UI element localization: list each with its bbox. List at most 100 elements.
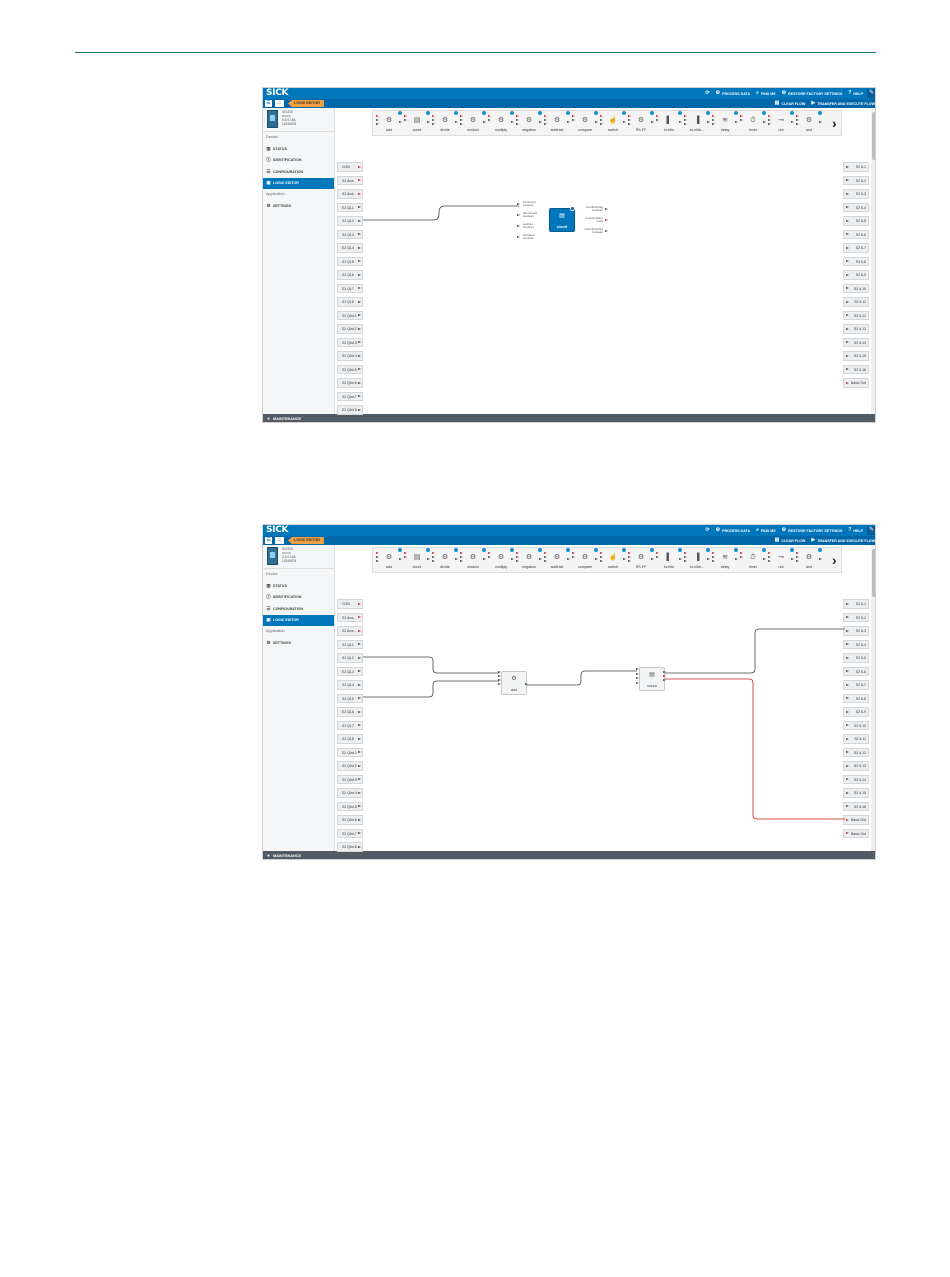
input-port[interactable]: S2 QL8 [337, 734, 363, 744]
count-input-pin[interactable] [517, 214, 520, 216]
pencil-icon[interactable]: ✎ [867, 526, 875, 535]
count-input-pin[interactable] [636, 672, 639, 675]
input-port[interactable]: CON [337, 162, 363, 172]
top-action-3[interactable]: ⚙RESTORE FACTORY SETTINGS [782, 528, 843, 533]
palette-tool-divide[interactable]: ⚙divide [432, 111, 458, 136]
input-port[interactable]: S2 QInt.2 [337, 761, 363, 771]
palette-tool-subtract[interactable]: ⚙subtract [544, 111, 570, 136]
input-port[interactable]: S2 QInt.1 [337, 747, 363, 757]
input-port[interactable]: S2 Ana... [337, 626, 363, 636]
output-port[interactable]: S2 IL12 [843, 310, 869, 320]
and-input-pin[interactable] [498, 671, 501, 673]
output-port[interactable]: S2 IL2 [843, 175, 869, 185]
input-port[interactable]: S2 QL1 [337, 639, 363, 649]
output-port[interactable]: S2 IL10 [843, 720, 869, 730]
input-port[interactable]: S2 Ana... [337, 175, 363, 185]
input-port[interactable]: S2 QL6 [337, 707, 363, 717]
sidebar-item-settings[interactable]: ⚙SETTINGS [263, 637, 334, 649]
and-input-pin[interactable] [498, 679, 501, 681]
input-port[interactable]: S2 QInt.7 [337, 391, 363, 401]
input-port[interactable]: S2 QL7 [337, 283, 363, 293]
input-port[interactable]: S2 QL4 [337, 680, 363, 690]
input-port[interactable]: S2 QInt.5 [337, 801, 363, 811]
palette-tool-add[interactable]: ⚙add [376, 548, 402, 573]
output-port[interactable]: S2 IL12 [843, 747, 869, 757]
output-port[interactable]: S2 IL5 [843, 216, 869, 226]
palette-tool-not[interactable]: ⊸not [768, 111, 794, 136]
count-output-pin[interactable] [605, 219, 608, 221]
input-port[interactable]: S2 QL2 [337, 653, 363, 663]
top-action-4[interactable]: ?HELP [848, 91, 863, 96]
pencil-icon[interactable]: ✎ [867, 89, 875, 98]
palette-tool-switch[interactable]: ☝switch [600, 548, 626, 573]
output-port[interactable]: S2 IL13 [843, 324, 869, 334]
input-port[interactable]: S2 Ana... [337, 189, 363, 199]
palette-tool-subtract[interactable]: ⚙subtract [544, 548, 570, 573]
maintenance-bar[interactable]: ●MAINTENANCE [263, 414, 875, 422]
input-port[interactable]: S2 QL5 [337, 693, 363, 703]
count-node[interactable]: ▤count [549, 208, 575, 232]
input-port[interactable]: S2 QInt.8 [337, 405, 363, 415]
palette-tool-to-bits[interactable]: ▌to-bits [656, 548, 682, 573]
input-port[interactable]: S2 QL2 [337, 216, 363, 226]
palette-tool-and[interactable]: ⚙and [796, 111, 822, 136]
clear-flow-button[interactable]: ▤CLEAR FLOW [775, 101, 806, 106]
count-input-pin[interactable] [517, 203, 520, 205]
input-port[interactable]: S2 Ana... [337, 612, 363, 622]
sidebar-item-configuration[interactable]: ☰CONFIGURATION [263, 603, 334, 615]
input-port[interactable]: S2 QInt.8 [337, 842, 363, 852]
input-port[interactable]: S2 QInt.7 [337, 828, 363, 838]
output-port[interactable]: Basic Out [843, 378, 869, 388]
output-port[interactable]: S2 IL6 [843, 229, 869, 239]
top-action-1[interactable]: ⚙PROCESS DATA [716, 91, 751, 96]
count-input-pin[interactable] [517, 236, 520, 238]
input-port[interactable]: S2 QL7 [337, 720, 363, 730]
palette-tool-count[interactable]: ▤count [404, 111, 430, 136]
count-output-pin[interactable] [663, 679, 666, 681]
output-port[interactable]: S2 IL16 [843, 364, 869, 374]
top-action-0[interactable]: ⟳ [705, 91, 709, 96]
palette-tool-timer[interactable]: ⏱timer [740, 548, 766, 573]
sidebar-item-logic-editor[interactable]: ▣LOGIC EDITOR [263, 177, 334, 189]
output-port[interactable]: S2 IL11 [843, 734, 869, 744]
output-port[interactable]: S2 IL4 [843, 639, 869, 649]
input-port[interactable]: S2 QL5 [337, 256, 363, 266]
output-port[interactable]: S2 IL5 [843, 653, 869, 663]
wire-count-to-basic-out[interactable] [665, 678, 845, 820]
sidebar-item-status[interactable]: ▥STATUS [263, 143, 334, 155]
output-port[interactable]: S2 IL3 [843, 626, 869, 636]
canvas-scrollbar[interactable] [871, 545, 875, 851]
and-input-pin[interactable] [498, 683, 501, 685]
scroll-thumb[interactable] [872, 112, 875, 160]
and-input-pin[interactable] [498, 675, 501, 677]
output-port[interactable]: S2 IL13 [843, 761, 869, 771]
count-input-pin[interactable] [517, 225, 520, 227]
sidebar-item-logic-editor[interactable]: ▣LOGIC EDITOR [263, 614, 334, 626]
chevron-right-icon[interactable]: › [832, 115, 837, 131]
count-output-pin[interactable] [663, 675, 666, 677]
output-port[interactable]: S2 IL10 [843, 283, 869, 293]
gear-icon[interactable] [570, 206, 575, 211]
palette-tool-count[interactable]: ▤count [404, 548, 430, 573]
transfer-execute-button[interactable]: ▶TRANSFER AND EXECUTE FLOW [811, 101, 875, 106]
breadcrumb[interactable]: LOGIC EDITOR [288, 100, 324, 107]
palette-tool-to-nibb-[interactable]: ▐to-nibb... [684, 548, 710, 573]
palette-tool-multiply[interactable]: ⚙multiply [488, 111, 514, 136]
input-port[interactable]: S2 QInt.1 [337, 310, 363, 320]
palette-tool-compare[interactable]: ⚙compare [572, 548, 598, 573]
top-action-1[interactable]: ⚙PROCESS DATA [716, 528, 751, 533]
palette-tool-negation[interactable]: ⚙negation [516, 548, 542, 573]
output-port[interactable]: S2 IL8 [843, 693, 869, 703]
input-port[interactable]: S2 QInt.4 [337, 788, 363, 798]
input-port[interactable]: S2 QInt.6 [337, 815, 363, 825]
output-port[interactable]: S2 IL3 [843, 189, 869, 199]
breadcrumb[interactable]: LOGIC EDITOR [288, 537, 324, 544]
input-port[interactable]: S2 QL8 [337, 297, 363, 307]
palette-tool-timer[interactable]: ⏱timer [740, 111, 766, 136]
input-port[interactable]: S2 QInt.5 [337, 364, 363, 374]
palette-tool-divide[interactable]: ⚙divide [432, 548, 458, 573]
and-output-pin[interactable] [525, 683, 528, 685]
